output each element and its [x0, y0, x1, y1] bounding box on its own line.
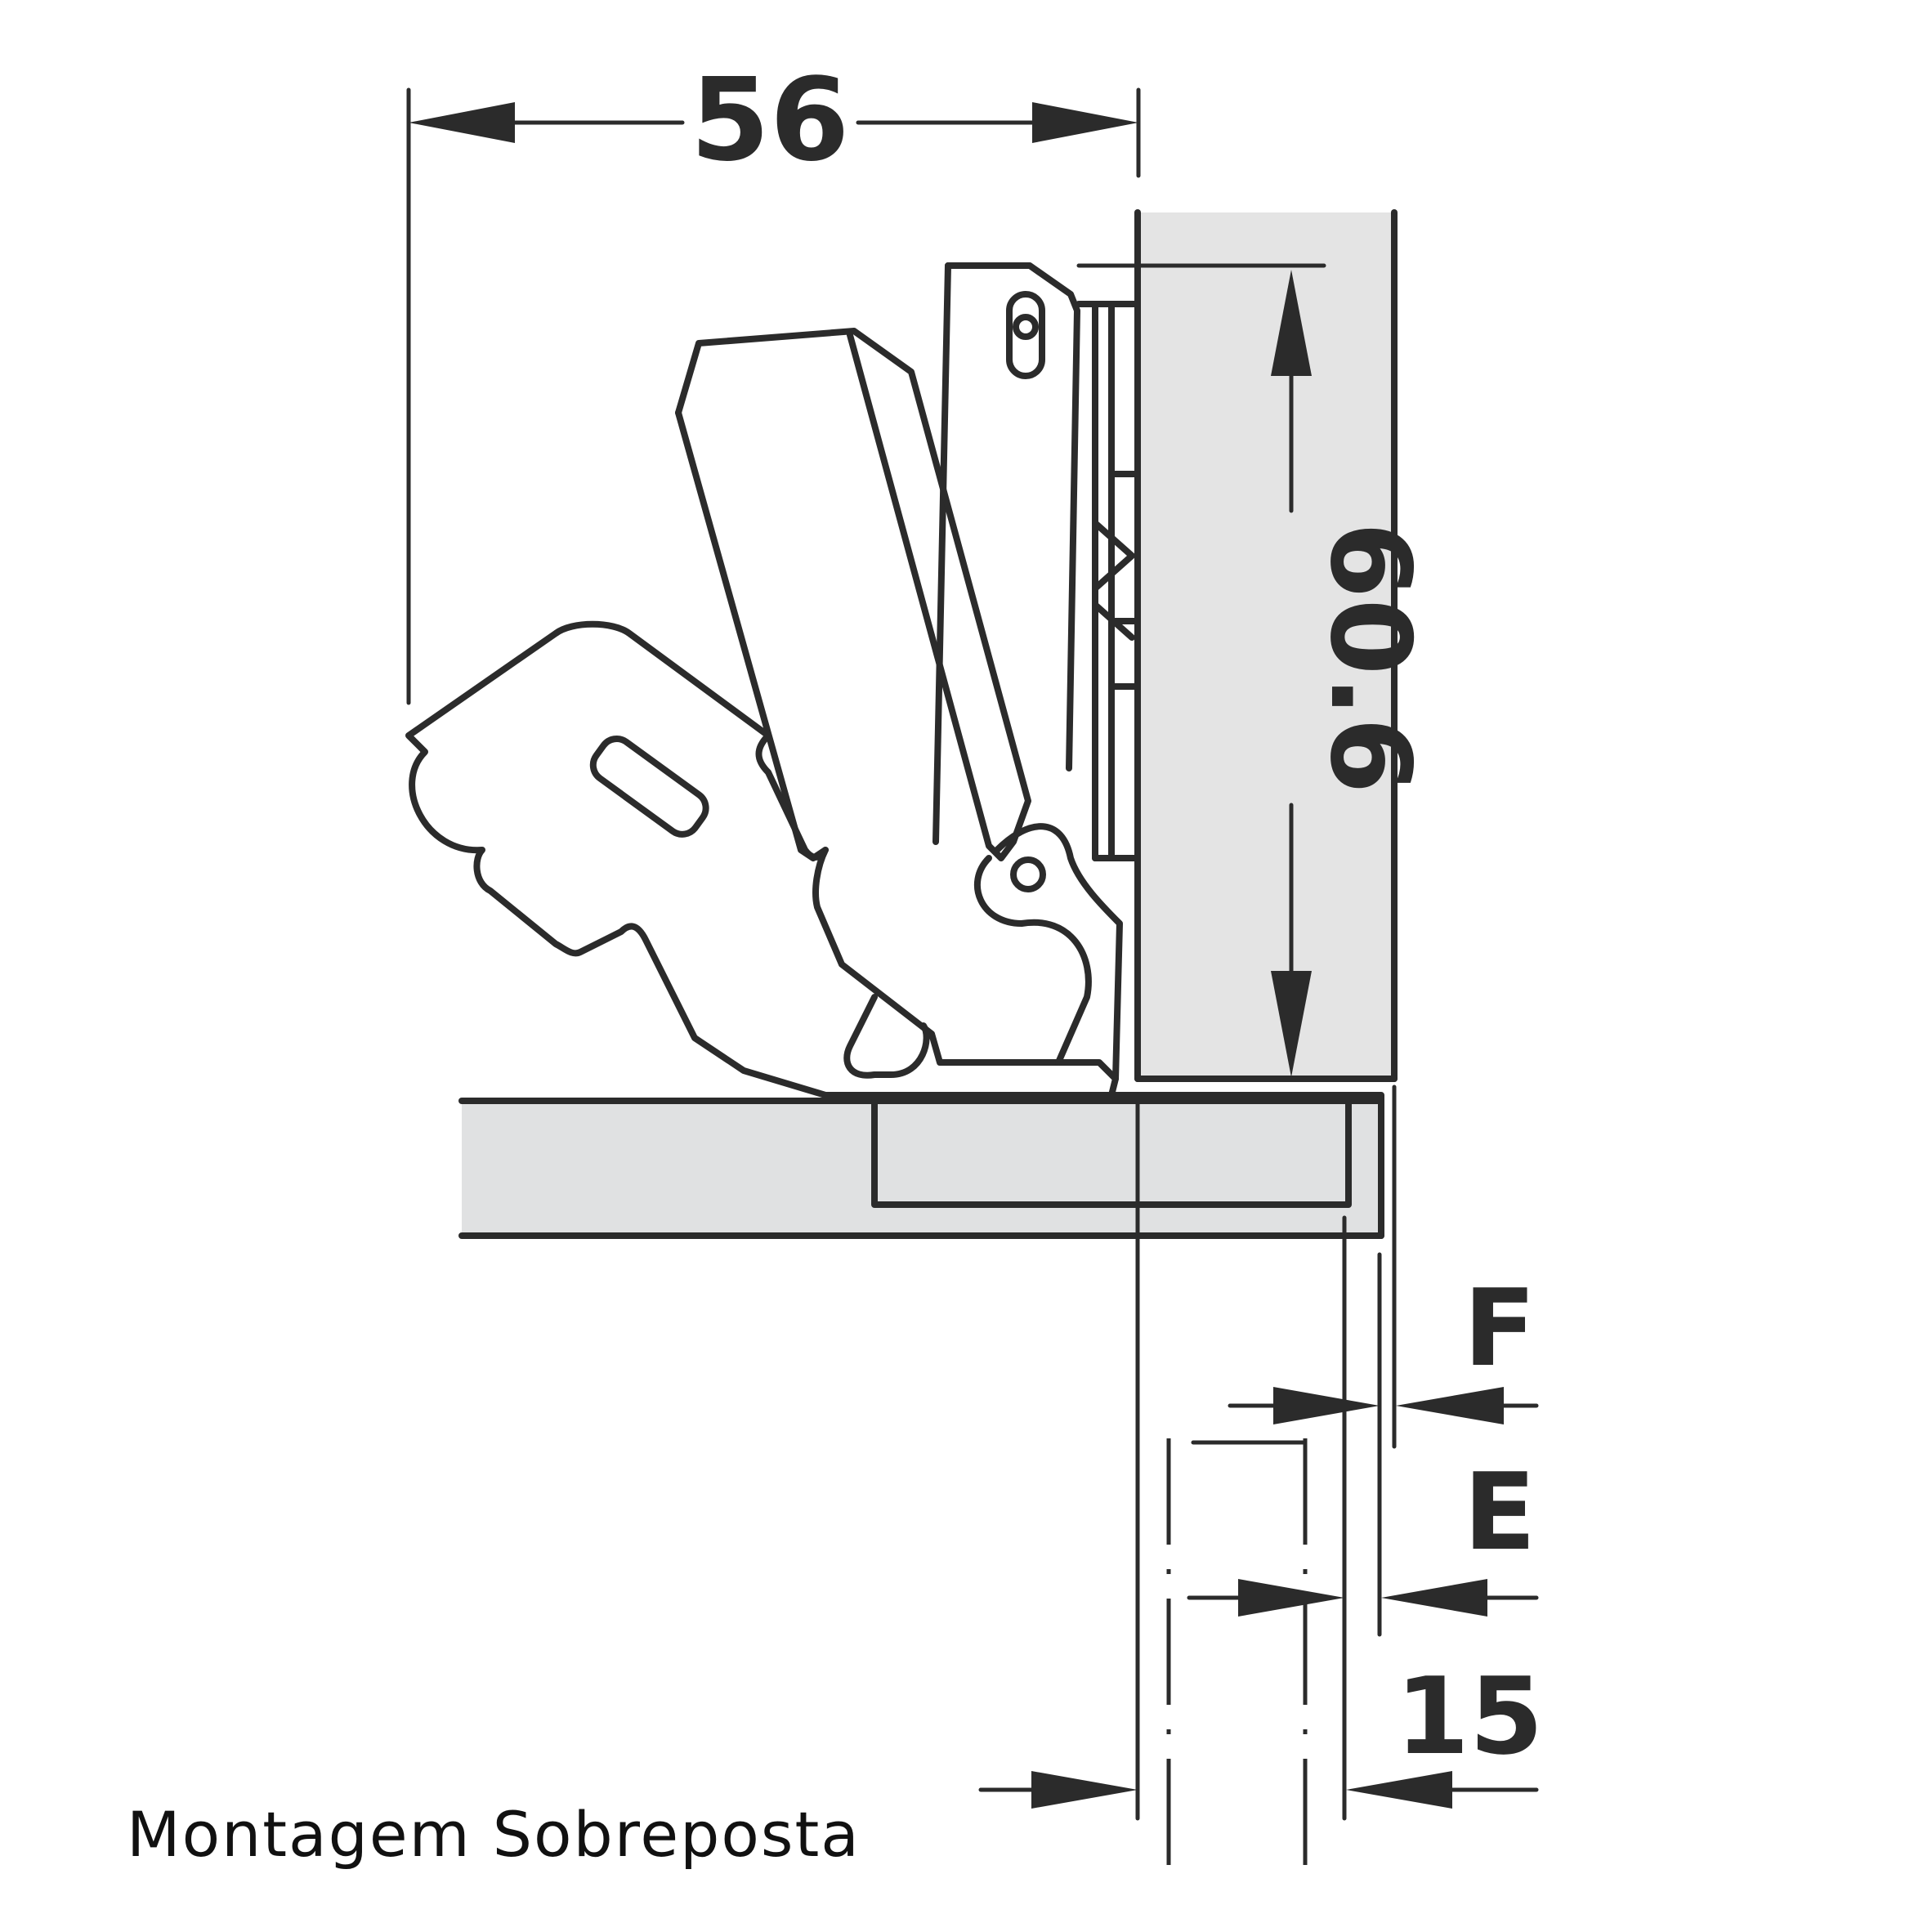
hinge-cup: [932, 262, 1139, 861]
caption: Montagem Sobreposta: [127, 1798, 861, 1871]
dimension-f-label: F: [1464, 1266, 1536, 1390]
mounting-plate: [871, 1098, 1352, 1208]
hinge-base: [405, 620, 1119, 1098]
dimension-56-label: 56: [691, 54, 850, 187]
dimension-e-label: E: [1464, 1450, 1536, 1574]
dimension-e: E: [1187, 1450, 1539, 1617]
dimension-60-6: 60.6: [1076, 263, 1434, 1077]
dimension-60-6-label: 60.6: [1306, 521, 1434, 794]
cabinet-panel: [462, 1101, 1381, 1236]
dimension-15-label: 15: [1396, 1654, 1544, 1778]
dimension-56: 56: [406, 54, 1141, 705]
hinge-arms: [675, 328, 1123, 1082]
dimension-15: 15: [978, 1654, 1544, 1809]
door-panel: [1138, 212, 1394, 1079]
dimension-f: F: [1228, 1266, 1539, 1424]
